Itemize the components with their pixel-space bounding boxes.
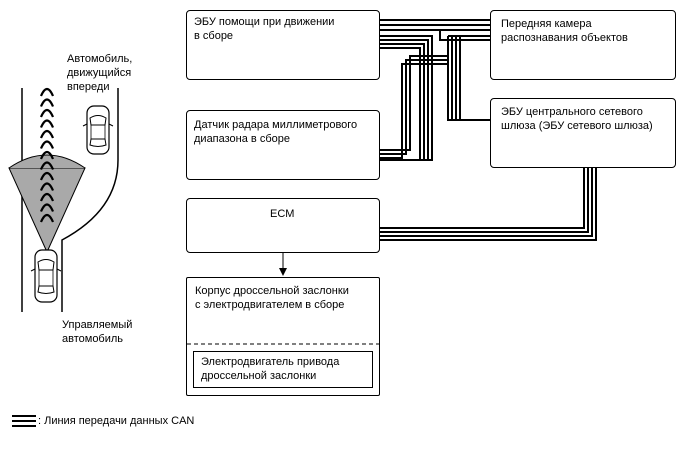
- radar-wave-arc: [39, 119, 55, 128]
- own-vehicle-label: Управляемый автомобиль: [62, 318, 132, 346]
- throttle-motor-box: Электродвигатель привода дроссельной зас…: [193, 351, 373, 388]
- can-line-trunk-gateway: [459, 36, 490, 121]
- driving-assist-ecu-line1: ЭБУ помощи при движении: [194, 16, 335, 28]
- can-line-trunk-gateway: [447, 36, 490, 121]
- radar-wave-arc: [39, 150, 55, 160]
- radar-sensor-box: Датчик радара миллиметрового диапазона в…: [186, 110, 380, 180]
- own-vehicle-icon: [30, 249, 62, 303]
- radar-wave-arcs: [39, 87, 55, 223]
- front-camera-line1: Передняя камера: [501, 18, 592, 30]
- radar-detection-area: [8, 167, 86, 254]
- can-line-trunk-gateway: [455, 36, 490, 121]
- radar-wave-arc: [39, 203, 55, 212]
- can-line-legend-label: : Линия передачи данных CAN: [38, 415, 195, 427]
- radar-wave-arc: [39, 182, 55, 191]
- ecm-box: ECM: [186, 198, 380, 253]
- can-line-radar-uplink: [380, 59, 448, 155]
- radar-wave-arc: [39, 129, 55, 139]
- throttle-body-line1: Корпус дроссельной заслонки: [195, 285, 349, 297]
- can-line-ecm-gateway: [380, 168, 585, 229]
- can-line-ecm-gateway: [380, 168, 593, 237]
- road: [21, 88, 119, 312]
- radar-sensor-line1: Датчик радара миллиметрового: [194, 119, 358, 131]
- can-line-radar-uplink: [380, 63, 448, 159]
- front-camera-box: Передняя камера распознавания объектов: [490, 10, 676, 80]
- radar-wave-arc: [39, 161, 55, 170]
- can-line-assist-radar-loop: [380, 47, 421, 161]
- radar-wave-arc: [39, 98, 55, 107]
- radar-wave-arc: [39, 192, 55, 202]
- own-vehicle-label-line2: автомобиль: [62, 333, 124, 345]
- gateway-ecu-line1: ЭБУ центрального сетевого: [501, 106, 643, 118]
- vehicle-ahead-label: Автомобиль, движущийся впереди: [67, 52, 132, 94]
- front-camera-line2: распознавания объектов: [501, 32, 628, 44]
- can-line-radar-uplink: [380, 55, 448, 151]
- vehicle-ahead-icon: [82, 105, 114, 155]
- can-line-ecm-gateway: [380, 168, 589, 233]
- throttle-motor-line2: дроссельной заслонки: [201, 370, 317, 382]
- throttle-body-line2: с электродвигателем в сборе: [195, 299, 345, 311]
- can-bus-lines: [380, 19, 597, 241]
- throttle-body-box: Корпус дроссельной заслонки с электродви…: [186, 277, 380, 396]
- can-line-trunk: [439, 30, 490, 41]
- own-vehicle-label-line1: Управляемый: [62, 319, 133, 331]
- ecm-label: ECM: [270, 208, 295, 220]
- radar-wave-arc: [39, 108, 55, 118]
- gateway-ecu-box: ЭБУ центрального сетевого шлюза (ЭБУ сет…: [490, 98, 676, 168]
- can-line-trunk-gateway: [451, 36, 490, 121]
- ecm-to-throttle-arrow: [279, 253, 287, 276]
- vehicle-ahead-label-line1: Автомобиль,: [67, 53, 133, 65]
- radar-wave-arc: [39, 171, 55, 181]
- driving-assist-ecu-line2: в сборе: [194, 30, 234, 42]
- driving-assist-ecu-box: ЭБУ помощи при движении в сборе: [186, 10, 380, 80]
- radar-wave-arc: [39, 213, 55, 223]
- vehicle-ahead-label-line2: движущийся: [67, 67, 132, 79]
- radar-wave-arc: [39, 87, 55, 97]
- gateway-ecu-line2: шлюза (ЭБУ сетевого шлюза): [501, 120, 653, 132]
- vehicle-ahead-label-line3: впереди: [67, 81, 110, 93]
- radar-wave-arc: [39, 140, 55, 149]
- throttle-motor-line1: Электродвигатель привода: [201, 356, 340, 368]
- radar-sensor-line2: диапазона в сборе: [194, 133, 290, 145]
- can-line-legend-symbol: [12, 415, 36, 427]
- can-line-ecm-gateway: [380, 168, 597, 241]
